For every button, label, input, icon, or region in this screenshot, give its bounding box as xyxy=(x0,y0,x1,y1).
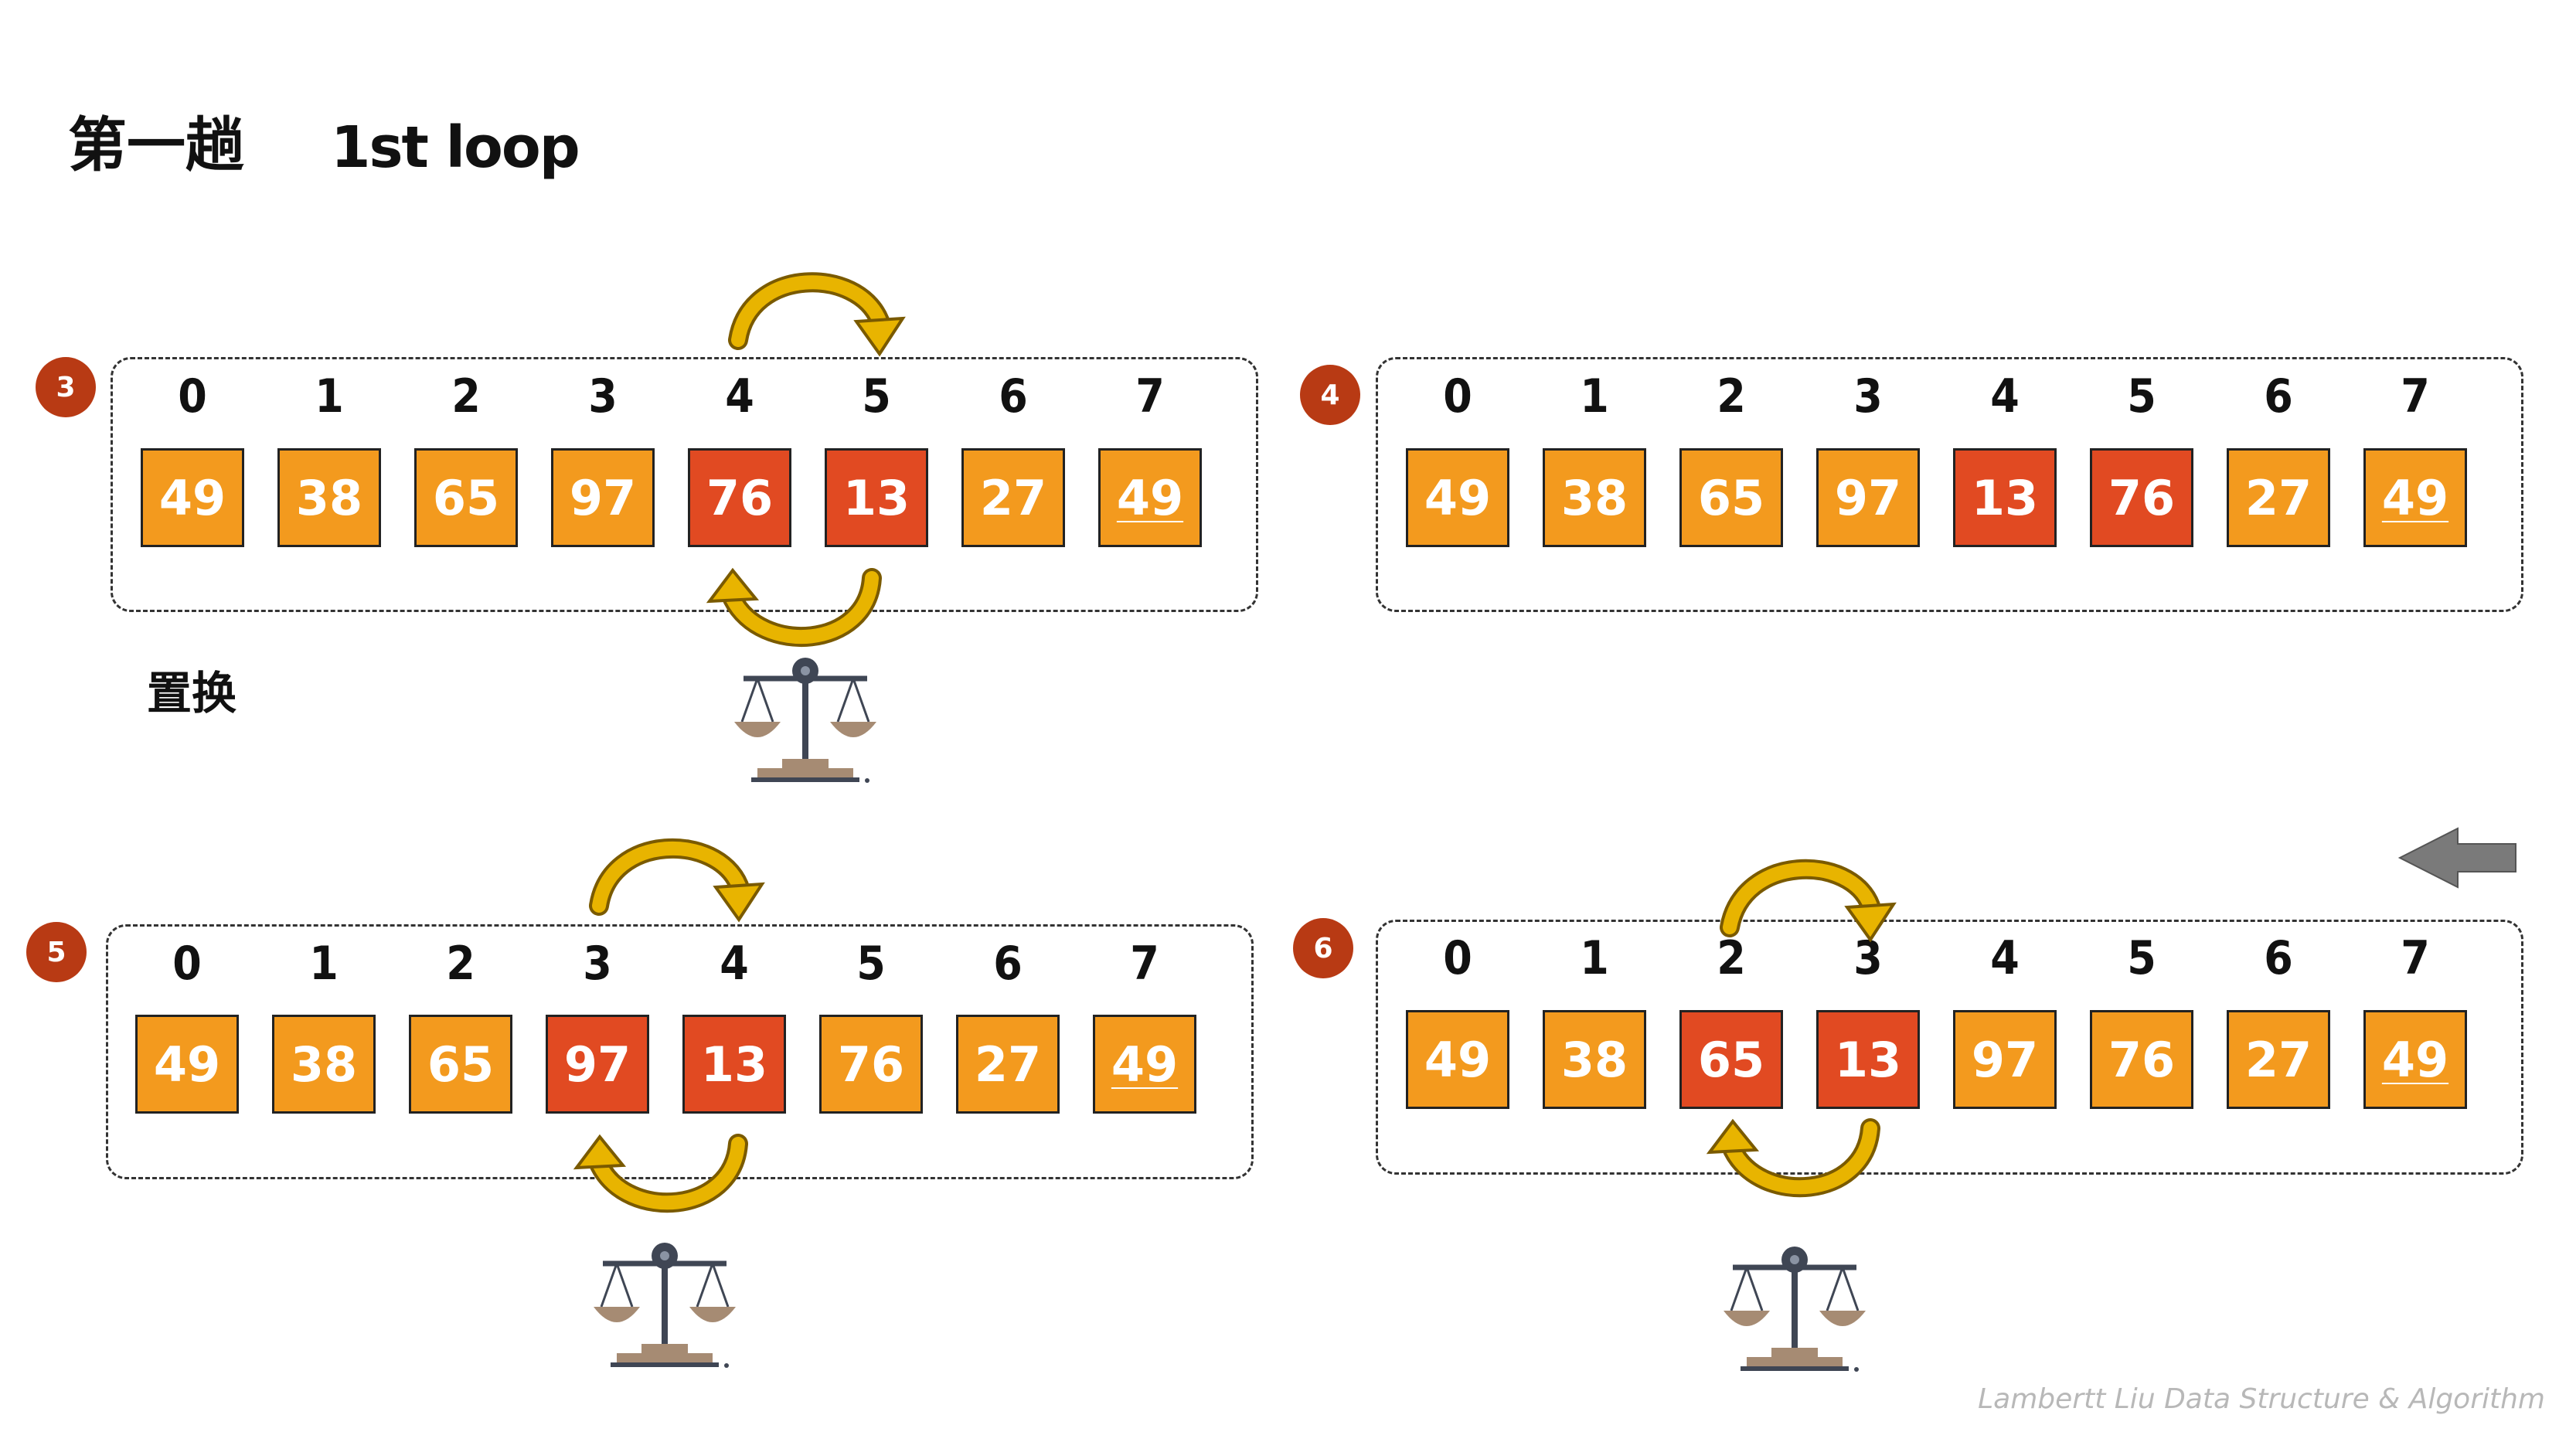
index-label: 2 xyxy=(451,369,481,423)
index-label: 7 xyxy=(1130,937,1159,991)
swap-arrow-icon xyxy=(573,1134,748,1213)
index-label: 5 xyxy=(2127,931,2156,985)
title-chinese: 第一趟 xyxy=(68,111,244,179)
array-cell: 49 xyxy=(2363,1010,2467,1109)
array-cell: 97 xyxy=(1953,1010,2057,1109)
index-label: 6 xyxy=(999,369,1028,423)
swap-label: 置换 xyxy=(147,667,237,719)
index-label: 7 xyxy=(2401,369,2430,423)
array-cell: 65 xyxy=(409,1015,512,1114)
array-cell: 97 xyxy=(551,448,655,547)
array-cell-highlighted: 76 xyxy=(2090,448,2193,547)
index-label: 1 xyxy=(315,369,344,423)
array-cell: 76 xyxy=(819,1015,923,1114)
array-panel-step-6 xyxy=(1376,920,2523,1175)
step-badge: 4 xyxy=(1300,365,1360,425)
swap-arrow-icon xyxy=(1706,1118,1880,1198)
index-label: 3 xyxy=(1853,369,1883,423)
array-cell: 38 xyxy=(1543,448,1646,547)
index-label: 6 xyxy=(2264,369,2293,423)
swap-arrow-icon xyxy=(589,838,765,923)
index-label: 3 xyxy=(583,937,612,991)
array-panel-step-5 xyxy=(106,924,1254,1179)
array-cell: 49 xyxy=(1406,448,1509,547)
array-cell: 27 xyxy=(2227,1010,2330,1109)
index-label: 4 xyxy=(720,937,749,991)
array-cell: 27 xyxy=(961,448,1065,547)
array-cell: 49 xyxy=(1406,1010,1509,1109)
array-cell-highlighted: 65 xyxy=(1679,1010,1783,1109)
index-label: 6 xyxy=(2264,931,2293,985)
index-label: 1 xyxy=(1580,369,1609,423)
index-label: 1 xyxy=(1580,931,1609,985)
left-arrow-icon xyxy=(2397,827,2516,889)
index-label: 4 xyxy=(1990,931,2020,985)
scale-icon xyxy=(594,1243,736,1368)
array-cell: 65 xyxy=(1679,448,1783,547)
index-label: 6 xyxy=(993,937,1023,991)
swap-arrow-icon xyxy=(1720,859,1897,943)
index-label: 0 xyxy=(1443,931,1472,985)
array-cell: 49 xyxy=(141,448,244,547)
index-label: 5 xyxy=(862,369,891,423)
array-cell: 27 xyxy=(2227,448,2330,547)
array-cell: 65 xyxy=(414,448,518,547)
index-label: 2 xyxy=(1717,369,1746,423)
array-cell: 27 xyxy=(956,1015,1060,1114)
index-label: 3 xyxy=(1853,931,1883,985)
index-label: 0 xyxy=(178,369,207,423)
index-label: 7 xyxy=(1135,369,1165,423)
index-label: 0 xyxy=(172,937,202,991)
step-badge: 5 xyxy=(26,922,87,982)
array-cell: 49 xyxy=(2363,448,2467,547)
index-label: 1 xyxy=(309,937,339,991)
array-cell-highlighted: 13 xyxy=(1816,1010,1920,1109)
step-badge: 6 xyxy=(1293,918,1353,978)
array-cell-highlighted: 76 xyxy=(688,448,791,547)
swap-arrow-icon xyxy=(728,272,906,357)
array-cell-highlighted: 13 xyxy=(682,1015,786,1114)
index-label: 7 xyxy=(2401,931,2430,985)
index-label: 5 xyxy=(2127,369,2156,423)
index-label: 2 xyxy=(446,937,475,991)
array-cell: 38 xyxy=(272,1015,376,1114)
array-panel-step-3 xyxy=(111,357,1258,612)
credit-footer: Lambertt Liu Data Structure & Algorithm xyxy=(1978,1383,2545,1415)
title-english: 1st loop xyxy=(331,114,580,181)
array-cell: 49 xyxy=(1093,1015,1196,1114)
array-cell: 49 xyxy=(135,1015,239,1114)
array-cell-highlighted: 97 xyxy=(546,1015,649,1114)
array-cell: 38 xyxy=(277,448,381,547)
index-label: 5 xyxy=(856,937,886,991)
step-badge: 3 xyxy=(36,357,96,417)
index-label: 4 xyxy=(725,369,754,423)
array-cell-highlighted: 13 xyxy=(825,448,928,547)
array-cell: 38 xyxy=(1543,1010,1646,1109)
index-label: 3 xyxy=(588,369,618,423)
array-cell: 76 xyxy=(2090,1010,2193,1109)
swap-arrow-icon xyxy=(706,567,882,648)
array-cell: 49 xyxy=(1098,448,1202,547)
array-cell: 97 xyxy=(1816,448,1920,547)
array-panel-step-4 xyxy=(1376,357,2523,612)
index-label: 4 xyxy=(1990,369,2020,423)
scale-icon xyxy=(1724,1247,1866,1372)
index-label: 2 xyxy=(1717,931,1746,985)
index-label: 0 xyxy=(1443,369,1472,423)
array-cell-highlighted: 13 xyxy=(1953,448,2057,547)
scale-icon xyxy=(734,658,876,783)
